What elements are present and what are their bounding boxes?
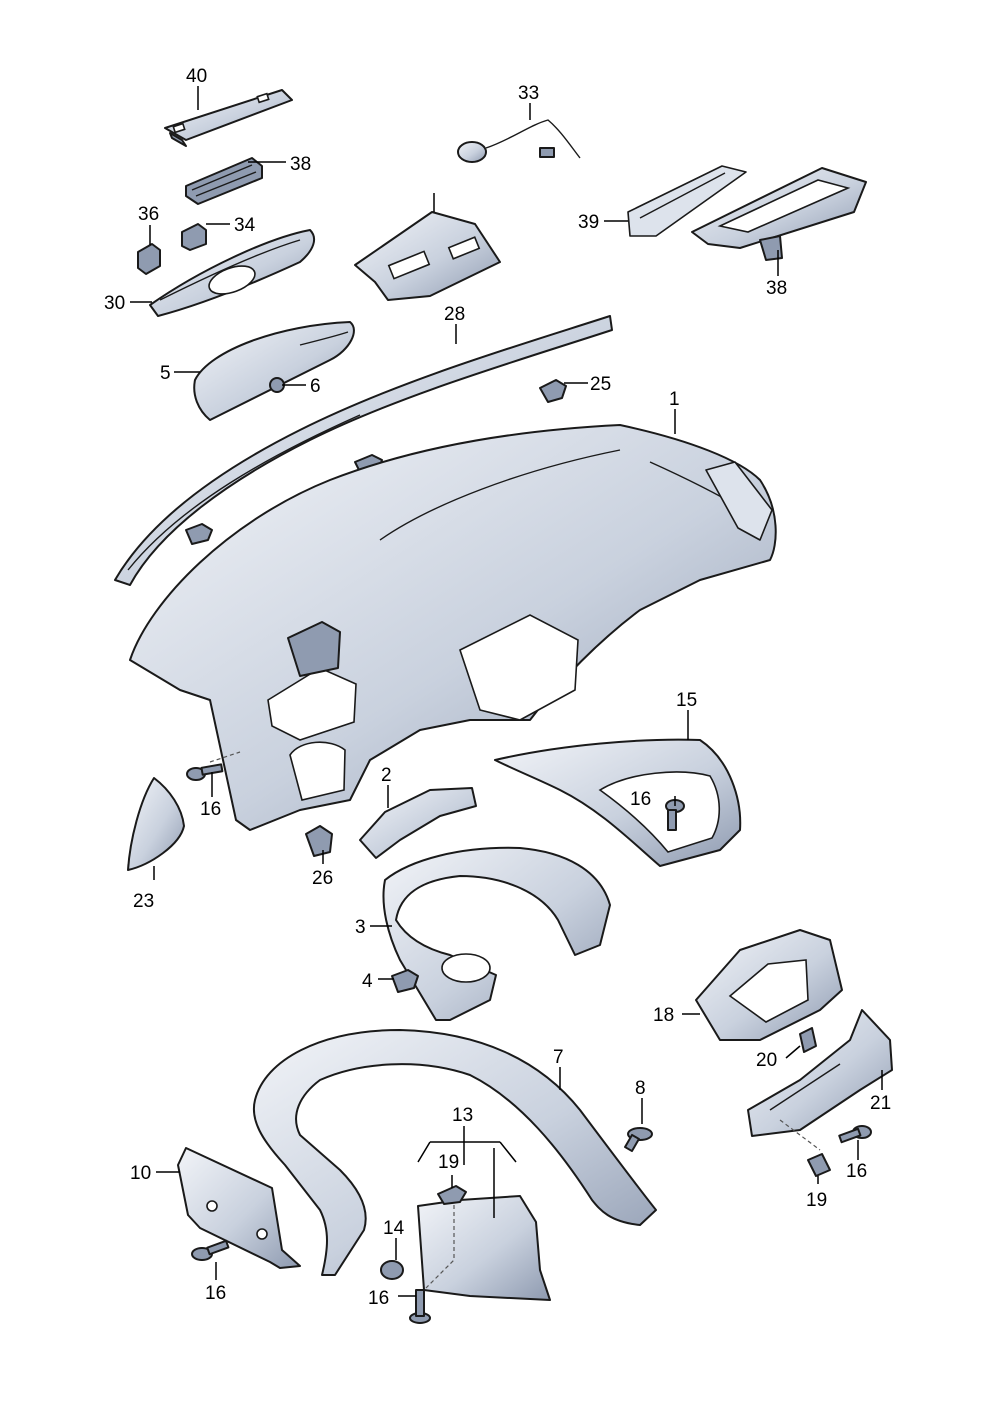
callout-36: 40: [186, 66, 207, 87]
part-28-defroster-trim: [114, 315, 613, 586]
callout-6: 6: [310, 376, 321, 397]
part-3-cluster-trim: [382, 846, 611, 1021]
part-16-screw-a: [191, 1239, 230, 1261]
clip-dash-2: [185, 523, 213, 545]
part-14-cap: [380, 1260, 404, 1280]
callout-39: 39: [578, 212, 599, 233]
callout-16-console: 16: [630, 789, 651, 810]
callout-20: 20: [756, 1050, 777, 1071]
callout-32: 34: [234, 215, 256, 236]
callout-30: 30: [104, 293, 125, 314]
part-38-duct-housing: [691, 167, 867, 261]
part-40-duct-frame: [354, 211, 501, 301]
callout-16-right: 16: [846, 1161, 867, 1182]
callout-25: 25: [590, 374, 611, 395]
part-33-switch: [137, 243, 161, 275]
callout-1: 1: [669, 389, 680, 410]
callout-16-bottom: 16: [368, 1288, 389, 1309]
part-5-vent-cover: [193, 321, 355, 421]
part-7-arch-trim: [252, 1029, 657, 1276]
callout-16-left: 16: [200, 799, 221, 820]
part-15-console-trim: [494, 738, 742, 867]
part-25-clip: [539, 379, 567, 403]
part-39-plate: [627, 165, 747, 237]
part-32-switch: [181, 223, 207, 251]
part-2-bracket: [359, 787, 477, 859]
part-1-dashboard: [129, 424, 777, 831]
part-23-end-cover: [127, 777, 185, 871]
part-4-clip: [391, 969, 419, 993]
part-20-clip: [799, 1027, 817, 1053]
part-19-clip-b: [807, 1153, 831, 1177]
callout-labels: 40 38 36 34 30 33 39 38 28 5 6 25 1 15 2…: [104, 66, 891, 1309]
callout-14: 14: [383, 1218, 405, 1239]
part-16-screw-e: [409, 1289, 431, 1324]
callout-34: 38: [290, 154, 311, 175]
callout-10: 10: [130, 1163, 151, 1184]
callout-4: 4: [362, 971, 373, 992]
leader-lines: [130, 86, 883, 1297]
callout-23: 23: [133, 891, 154, 912]
part-21-side-bracket: [747, 1009, 893, 1137]
callout-15: 15: [676, 690, 697, 711]
callout-7: 7: [553, 1047, 564, 1068]
callout-3: 3: [355, 917, 366, 938]
part-30-trim-panel: [149, 229, 316, 317]
callout-38: 38: [766, 278, 787, 299]
part-18-box-housing: [695, 929, 843, 1041]
callout-21: 21: [870, 1093, 891, 1114]
callout-5: 5: [160, 363, 171, 384]
part-16-screw-d: [838, 1125, 872, 1144]
callout-19-right: 19: [806, 1190, 827, 1211]
part-6-clip: [269, 377, 285, 393]
part-34-speaker-grille: [185, 157, 263, 205]
part-31-speaker: [457, 119, 581, 163]
callout-19-center: 19: [438, 1152, 459, 1173]
callout-13: 13: [452, 1105, 473, 1126]
callout-33: 36: [138, 204, 159, 225]
part-26-clip: [305, 825, 333, 857]
part-13-lower-panel: [417, 1195, 551, 1301]
callout-2: 2: [381, 765, 392, 786]
part-19-clip-a: [437, 1185, 467, 1205]
callout-18: 18: [653, 1005, 674, 1026]
part-16-screw-b: [186, 763, 224, 781]
part-10-lower-panel: [177, 1147, 301, 1269]
part-8-screw: [624, 1127, 653, 1153]
callout-28: 28: [444, 304, 465, 325]
callout-8: 8: [635, 1078, 646, 1099]
callout-31: 33: [518, 83, 539, 104]
callout-26: 26: [312, 868, 333, 889]
part-36-cover: [164, 89, 293, 147]
callout-16-bottom-left: 16: [205, 1283, 226, 1304]
